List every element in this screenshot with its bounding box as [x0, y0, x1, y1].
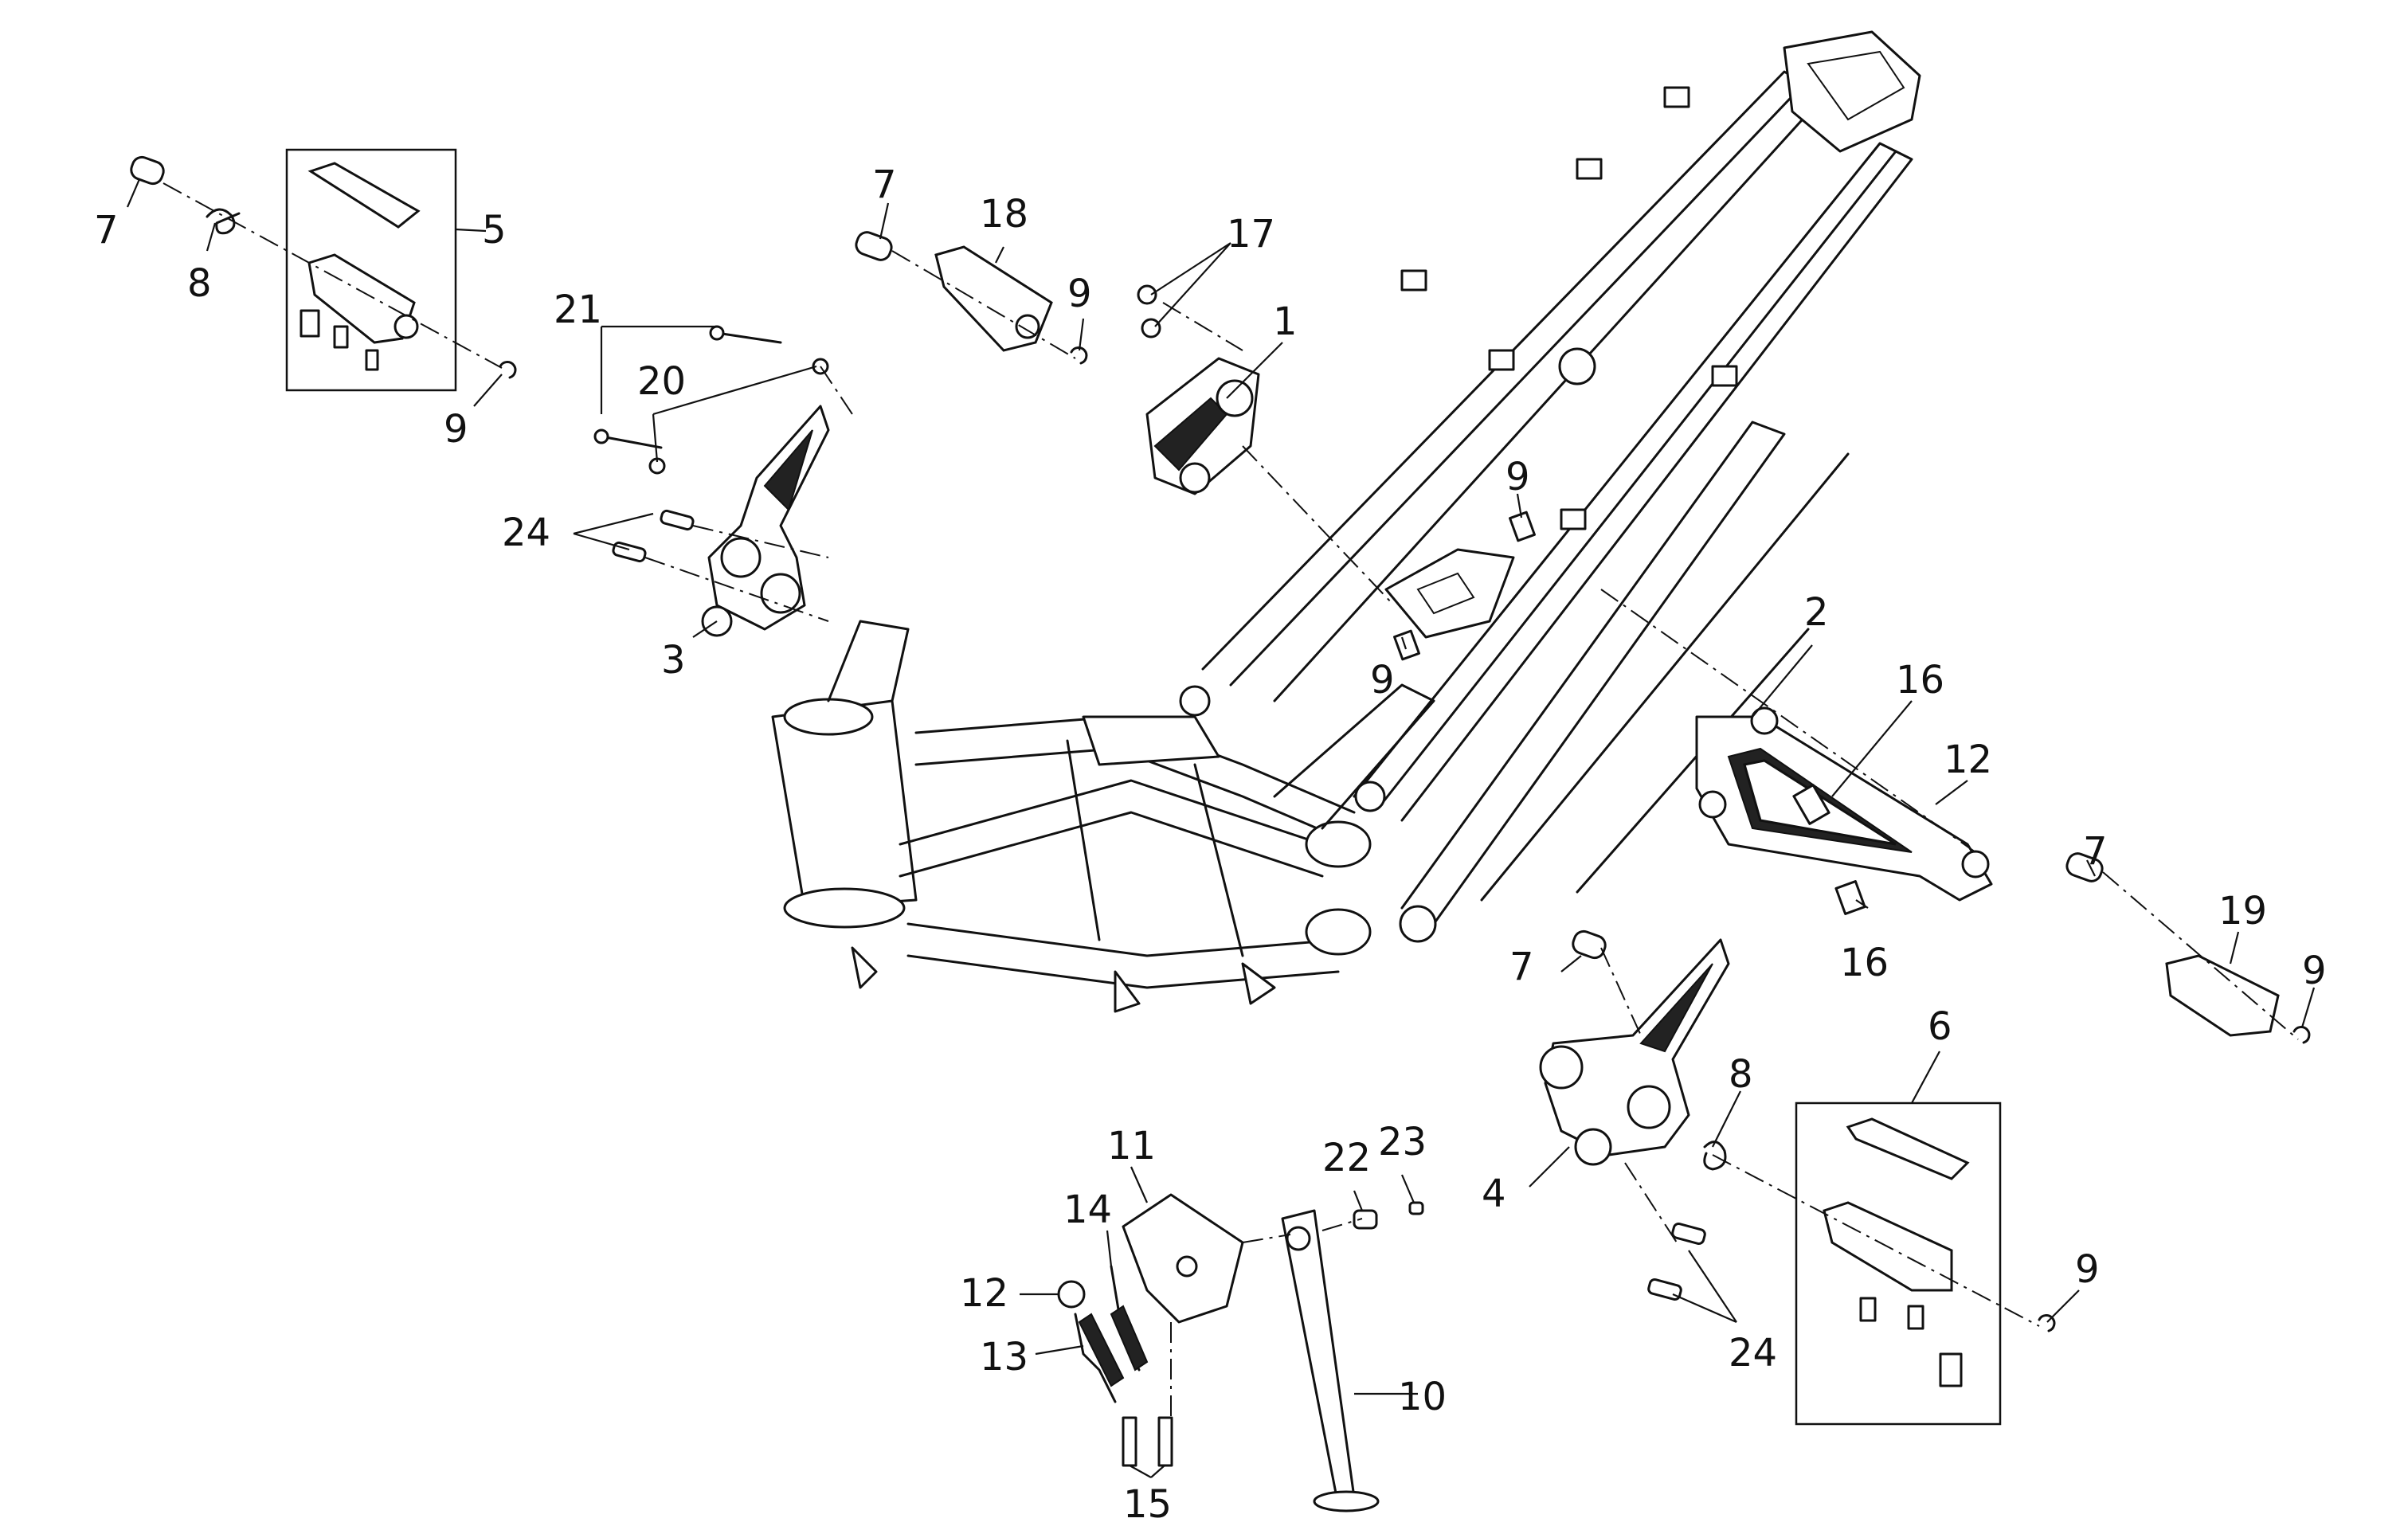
callout-4: 4 [1482, 1172, 1506, 1216]
callout-21: 21 [554, 288, 602, 332]
callout-12: 12 [1944, 738, 1992, 782]
callout-9: 9 [1505, 455, 1530, 499]
bolt-24 [612, 509, 1706, 1301]
bracket-11 [1122, 1193, 1244, 1324]
callout-16: 16 [1896, 658, 1944, 702]
sidestand-10 [1281, 1209, 1380, 1512]
callout-7: 7 [1509, 945, 1534, 989]
kit-6-box [1795, 1102, 2002, 1426]
callout-3: 3 [661, 638, 686, 683]
bolt-22-23 [1353, 1201, 1424, 1230]
callout-9: 9 [2075, 1247, 2100, 1292]
nut-12 [1057, 1280, 1086, 1309]
callout-5: 5 [482, 208, 507, 252]
callout-10: 10 [1398, 1375, 1447, 1419]
footpeg-6 [1823, 1117, 1970, 1387]
part-1-bracket [1145, 357, 1260, 495]
bolt-17 [1137, 284, 1161, 338]
callout-7: 7 [2083, 829, 2108, 874]
bolt-21 [593, 325, 782, 449]
part-3-left-hanger [701, 405, 830, 637]
bolt-16 [1792, 784, 1866, 915]
motorcycle-frame [771, 30, 1921, 1013]
callout-23: 23 [1378, 1120, 1427, 1164]
callout-9: 9 [2302, 949, 2327, 993]
callout-22: 22 [1322, 1136, 1371, 1180]
callout-2: 2 [1804, 590, 1829, 635]
callout-17: 17 [1227, 212, 1275, 256]
callout-12: 12 [960, 1271, 1008, 1316]
callout-7: 7 [94, 208, 119, 252]
spring-13-14 [1074, 1265, 1149, 1403]
callout-11: 11 [1107, 1124, 1156, 1168]
callout-7: 7 [872, 162, 897, 207]
callout-15: 15 [1123, 1482, 1172, 1527]
footpeg-18 [934, 245, 1053, 352]
callout-16: 16 [1840, 941, 1889, 985]
part-4-right-hanger [1539, 938, 1730, 1166]
callout-9: 9 [444, 407, 468, 452]
callout-8: 8 [1729, 1052, 1753, 1097]
callout-19: 19 [2218, 889, 2267, 933]
footpeg-19 [2165, 954, 2280, 1037]
callout-6: 6 [1928, 1004, 1952, 1049]
leader-lines [126, 178, 2316, 1478]
callout-18: 18 [980, 192, 1028, 237]
assembly-lines [162, 182, 2299, 1418]
callout-20: 20 [637, 359, 686, 404]
callout-8: 8 [187, 261, 212, 306]
footpeg-5 [300, 162, 421, 371]
clip-9 [499, 346, 2311, 1332]
callout-24: 24 [1729, 1331, 1777, 1375]
callout-labels: 7 8 5 9 21 20 24 3 7 18 9 17 1 9 9 2 16 … [94, 162, 2327, 1527]
callout-9: 9 [1067, 272, 1092, 316]
callout-14: 14 [1063, 1188, 1112, 1232]
callout-1: 1 [1273, 299, 1298, 344]
kit-5-box [285, 148, 457, 392]
callout-13: 13 [980, 1335, 1028, 1379]
callout-24: 24 [502, 511, 550, 555]
callout-9: 9 [1370, 658, 1395, 702]
bolt-15 [1122, 1416, 1173, 1467]
